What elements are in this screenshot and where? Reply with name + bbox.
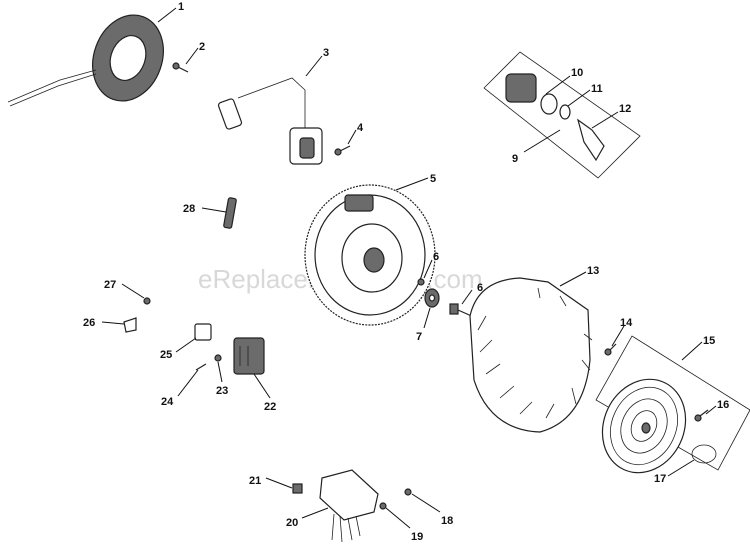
part-screw-18[interactable] bbox=[404, 488, 412, 496]
callout-27: 27 bbox=[104, 279, 116, 291]
callout-9: 9 bbox=[512, 153, 518, 165]
part-blower-housing[interactable] bbox=[469, 277, 593, 433]
callout-3: 3 bbox=[323, 47, 329, 59]
callouts: 1 2 3 4 5 6 6 7 9 10 11 12 13 14 15 16 1… bbox=[83, 1, 729, 543]
callout-26: 26 bbox=[83, 317, 95, 329]
leader-lines bbox=[101, 7, 717, 529]
part-grass-screen[interactable] bbox=[587, 335, 750, 486]
part-clip-21[interactable] bbox=[292, 483, 303, 494]
callout-23: 23 bbox=[216, 385, 228, 397]
callout-14: 14 bbox=[620, 317, 633, 329]
part-ignition-module[interactable] bbox=[217, 77, 323, 165]
callout-11: 11 bbox=[591, 83, 603, 95]
callout-22: 22 bbox=[264, 401, 276, 413]
part-screw-14[interactable] bbox=[604, 343, 617, 356]
part-screw-16[interactable] bbox=[694, 409, 709, 422]
part-spark-plug[interactable] bbox=[223, 197, 237, 229]
part-key-switch-kit[interactable] bbox=[483, 51, 641, 179]
callout-7: 7 bbox=[416, 331, 422, 343]
part-regulator[interactable] bbox=[319, 469, 379, 543]
callout-18: 18 bbox=[441, 515, 453, 527]
callout-13: 13 bbox=[587, 265, 599, 277]
callout-21: 21 bbox=[249, 475, 261, 487]
callout-1: 1 bbox=[178, 1, 184, 13]
part-clip[interactable] bbox=[691, 444, 717, 464]
callout-16: 16 bbox=[717, 399, 729, 411]
part-washer-23[interactable] bbox=[214, 354, 222, 362]
part-nut-19[interactable] bbox=[379, 502, 387, 510]
part-rectifier[interactable] bbox=[233, 337, 265, 375]
callout-20: 20 bbox=[286, 517, 298, 529]
callout-10: 10 bbox=[571, 67, 583, 79]
callout-15: 15 bbox=[703, 335, 715, 347]
callout-17: 17 bbox=[654, 473, 666, 485]
callout-6b: 6 bbox=[477, 282, 483, 294]
callout-25: 25 bbox=[160, 349, 172, 361]
part-washer[interactable] bbox=[424, 288, 440, 308]
part-screw-6a[interactable] bbox=[417, 278, 425, 286]
callout-24: 24 bbox=[161, 396, 174, 408]
callout-12: 12 bbox=[619, 103, 631, 115]
part-stator[interactable] bbox=[7, 5, 175, 111]
callout-4: 4 bbox=[357, 122, 364, 134]
callout-2: 2 bbox=[199, 41, 205, 53]
part-nut-27[interactable] bbox=[143, 297, 151, 305]
part-screw-4[interactable] bbox=[334, 145, 351, 156]
part-screw-24[interactable] bbox=[195, 363, 207, 371]
part-screw-2[interactable] bbox=[172, 62, 189, 73]
callout-6a: 6 bbox=[433, 251, 439, 263]
part-terminal-26[interactable] bbox=[123, 317, 137, 333]
callout-5: 5 bbox=[430, 173, 436, 185]
callout-19: 19 bbox=[411, 531, 423, 543]
part-flywheel[interactable] bbox=[304, 184, 436, 326]
callout-28: 28 bbox=[183, 203, 195, 215]
part-bracket-25[interactable] bbox=[194, 323, 212, 341]
